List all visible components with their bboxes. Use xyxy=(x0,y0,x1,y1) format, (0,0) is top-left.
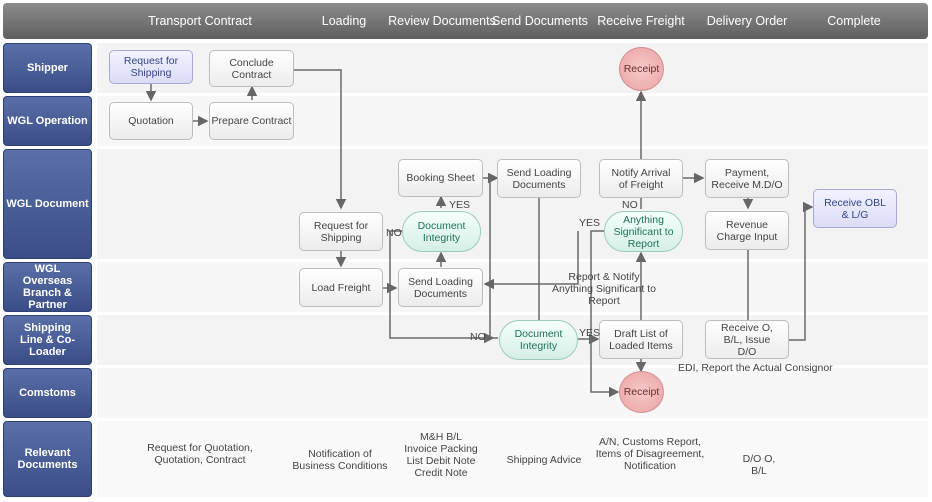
stage-complete: Complete xyxy=(827,14,881,28)
document-integrity-1-node: Document Integrity xyxy=(402,211,481,252)
label-no-1: NO xyxy=(386,227,402,239)
doc-review-documents: M&H B/L Invoice Packing List Debit Note … xyxy=(404,431,478,479)
doc-transport-contract: Request for Quotation, Quotation, Contra… xyxy=(147,442,253,466)
booking-sheet-node: Booking Sheet xyxy=(398,159,483,197)
conclude-contract-node: Conclude Contract xyxy=(209,50,294,87)
stage-review-documents: Review Documents xyxy=(388,14,496,28)
label-report-notify: Report & Notify Anything Significant to … xyxy=(552,271,656,307)
lane-label-wgl-document: WGL Document xyxy=(3,149,92,259)
lane-label-relevant-documents: Relevant Documents xyxy=(3,421,92,497)
label-no-3: NO xyxy=(470,331,486,343)
lane-bg-customs xyxy=(97,368,928,418)
stage-loading: Loading xyxy=(321,14,367,28)
notify-arrival-node: Notify Arrival of Freight xyxy=(599,159,683,198)
stage-transport-contract: Transport Contract xyxy=(148,14,252,28)
receive-obl-issue-do-node: Receive O, B/L, Issue D/O xyxy=(705,320,789,359)
stage-header-bar xyxy=(3,3,928,39)
lane-label-wgl-operation: WGL Operation xyxy=(3,96,92,146)
payment-receive-node: Payment, Receive M.D/O xyxy=(705,159,789,198)
load-freight-node: Load Freight xyxy=(299,268,383,307)
label-yes-3: YES xyxy=(579,327,601,339)
doc-receive-freight: A/N, Customs Report, Items of Disagreeme… xyxy=(595,436,705,472)
receipt-top-node: Receipt xyxy=(619,47,664,91)
lane-label-customs: Comstoms xyxy=(3,368,92,418)
lane-bg-documents xyxy=(97,421,928,497)
lane-bg-overseas xyxy=(97,262,928,312)
lane-label-shipper: Shipper xyxy=(3,43,92,93)
lane-label-shipping-line: Shipping Line & Co-Loader xyxy=(3,315,92,365)
label-yes-1: YES xyxy=(449,199,471,211)
draft-list-node: Draft List of Loaded Items xyxy=(599,320,683,359)
send-loading-documents-top-node: Send Loading Documents xyxy=(497,159,581,198)
document-integrity-2-node: Document Integrity xyxy=(499,320,578,360)
prepare-contract-node: Prepare Contract xyxy=(209,102,294,140)
anything-significant-node: Anything Significant to Report xyxy=(604,211,683,252)
receipt-bottom-node: Receipt xyxy=(619,371,664,413)
label-edi: EDI, Report the Actual Consignor xyxy=(678,362,833,374)
label-yes-2: YES xyxy=(579,217,601,229)
label-no-2: NO xyxy=(622,199,638,211)
receive-obl-lg-node: Receive OBL & L/G xyxy=(813,189,897,228)
revenue-charge-input-node: Revenue Charge Input xyxy=(705,211,789,250)
quotation-node: Quotation xyxy=(109,102,193,140)
doc-delivery-order: D/O O, B/L xyxy=(742,453,776,477)
send-loading-documents-mid-node: Send Loading Documents xyxy=(398,268,483,307)
lane-label-overseas: WGL Overseas Branch & Partner xyxy=(3,262,92,312)
stage-delivery-order: Delivery Order xyxy=(706,14,788,28)
stage-send-documents: Send Documents xyxy=(492,14,588,28)
doc-send-documents: Shipping Advice xyxy=(506,454,582,466)
stage-receive-freight: Receive Freight xyxy=(597,14,685,28)
request-for-shipping-doc-node: Request for Shipping xyxy=(299,212,383,251)
request-for-shipping-shipper-node: Request for Shipping xyxy=(109,50,193,84)
doc-loading: Notification of Business Conditions xyxy=(292,448,388,472)
